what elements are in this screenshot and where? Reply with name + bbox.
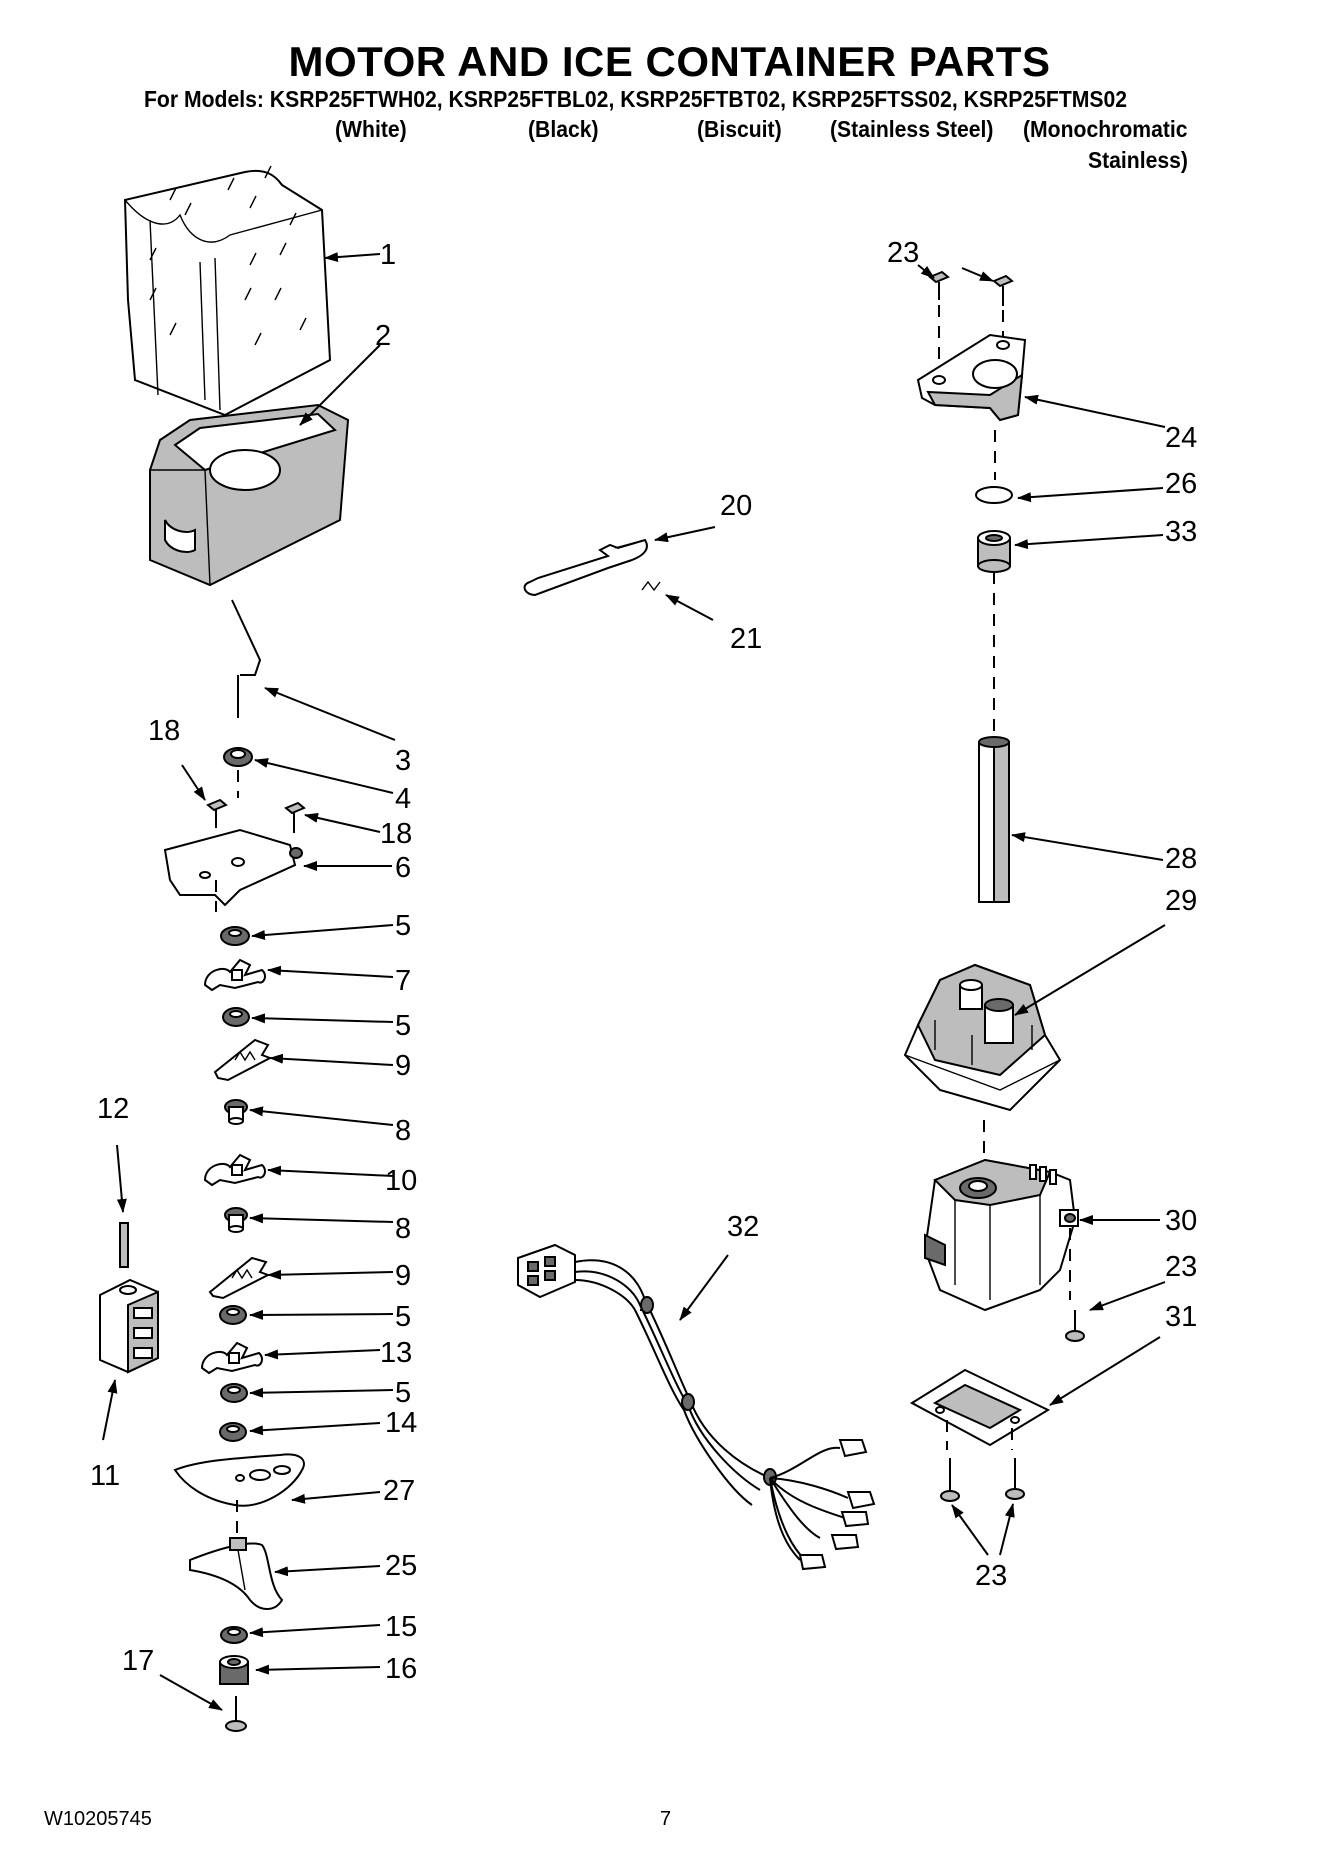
part-1-ice-container [123,165,332,417]
part-21-spring [641,580,661,592]
part-5-washer [220,926,250,946]
part-20-bracket [523,538,648,597]
callout-5: 5 [395,1010,411,1042]
part-8-spacer [224,1099,248,1125]
callout-18: 18 [380,818,412,850]
callout-31: 31 [1165,1301,1197,1333]
model-list: For Models: KSRP25FTWH02, KSRP25FTBL02, … [144,86,1128,112]
part-15-washer [220,1626,248,1644]
model-colour-line2: Stainless) [1088,147,1188,173]
callout-14: 14 [385,1407,417,1439]
document-number: W10205745 [44,1808,152,1830]
callout-24: 24 [1165,422,1197,454]
part-26-ring [975,486,1013,504]
callout-21: 21 [730,623,762,655]
callout-23: 23 [1165,1251,1197,1283]
part-2-ice-bin [149,403,350,587]
callout-3: 3 [395,745,411,777]
callout-9: 9 [395,1260,411,1292]
part-12-pin [119,1222,129,1268]
model-colour: (White) [335,116,407,142]
callout-29: 29 [1165,885,1197,917]
part-13-blade [200,1341,263,1375]
callout-5: 5 [395,1377,411,1409]
callout-5: 5 [395,1301,411,1333]
callout-6: 6 [395,852,411,884]
part-28-shaft [978,736,1010,903]
callout-4: 4 [395,783,411,815]
model-colour: (Stainless Steel) [830,116,994,142]
part-23-screw [992,274,1014,306]
callout-16: 16 [385,1653,417,1685]
model-colour: (Monochromatic [1023,116,1188,142]
callout-8: 8 [395,1115,411,1147]
callout-7: 7 [395,965,411,997]
part-32-wire-harness [517,1243,876,1571]
callout-1: 1 [380,239,396,271]
part-3-drive-rod [231,599,262,718]
callout-28: 28 [1165,843,1197,875]
callout-20: 20 [720,490,752,522]
part-27-plate [173,1453,305,1507]
callout-32: 32 [727,1211,759,1243]
page-title: MOTOR AND ICE CONTAINER PARTS [288,38,1051,85]
callout-33: 33 [1165,516,1197,548]
model-number: KSRP25FTBT02 [620,86,781,112]
part-24-bearing-bracket [916,333,1027,422]
part-31-gasket [910,1368,1051,1447]
callout-23: 23 [975,1560,1007,1592]
part-17-screw [225,1696,247,1732]
callout-17: 17 [122,1645,154,1677]
model-number: KSRP25FTBL02 [448,86,609,112]
callout-18: 18 [148,715,180,747]
callout-13: 13 [380,1337,412,1369]
part-5-washer [219,1305,247,1325]
callout-23: 23 [887,237,919,269]
model-number: KSRP25FTMS02 [963,86,1128,112]
callout-26: 26 [1165,468,1197,500]
part-23-screw [1005,1458,1025,1500]
callout-11: 11 [90,1460,120,1492]
part-6-bracket [163,828,303,912]
part-18-screw [284,801,306,833]
part-5-washer [220,1383,248,1403]
callout-15: 15 [385,1611,417,1643]
part-29-motor-cover [903,963,1062,1112]
part-23-screw [928,270,950,300]
callout-10: 10 [385,1165,417,1197]
callout-27: 27 [383,1475,415,1507]
model-colour: (Black) [528,116,599,142]
part-11-block [99,1278,159,1374]
part-23-screw [1065,1310,1085,1342]
part-7-blade [203,958,266,992]
page-number: 7 [660,1808,672,1830]
part-9-blade [208,1256,271,1300]
part-23-screw [940,1458,960,1502]
callout-9: 9 [395,1050,411,1082]
part-4-bushing [223,747,253,767]
part-25-agitator [189,1537,284,1610]
part-18-screw [206,798,228,828]
callout-12: 12 [97,1093,129,1125]
part-16-nut [219,1655,249,1685]
models-prefix: For Models: [144,86,264,112]
callout-5: 5 [395,910,411,942]
part-33-bearing [977,530,1011,573]
part-8-spacer [224,1207,248,1233]
part-5-washer [222,1007,250,1027]
model-colour: (Biscuit) [697,116,782,142]
part-9-blade [213,1038,273,1082]
part-10-blade [203,1153,266,1187]
callout-8: 8 [395,1213,411,1245]
part-30-motor [923,1158,1079,1312]
part-14-washer [219,1422,247,1442]
callout-2: 2 [375,320,391,352]
model-number: KSRP25FTWH02 [269,86,437,112]
model-number: KSRP25FTSS02 [791,86,952,112]
callout-30: 30 [1165,1205,1197,1237]
callout-25: 25 [385,1550,417,1582]
